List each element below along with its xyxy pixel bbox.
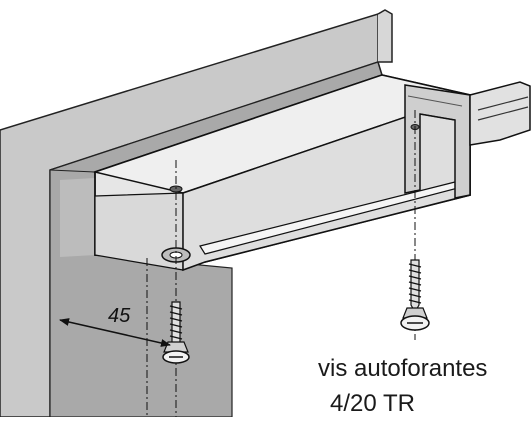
frame-top-profile <box>377 9 393 63</box>
caption-line-1: vis autoforantes <box>318 355 488 382</box>
screw-left <box>162 301 190 364</box>
dimension-label: 45 <box>108 305 131 327</box>
screw-right <box>400 259 430 331</box>
dimension-arrow <box>59 318 171 347</box>
caption-line-2: 4/20 TR <box>330 390 415 417</box>
rail-extension <box>469 81 531 146</box>
